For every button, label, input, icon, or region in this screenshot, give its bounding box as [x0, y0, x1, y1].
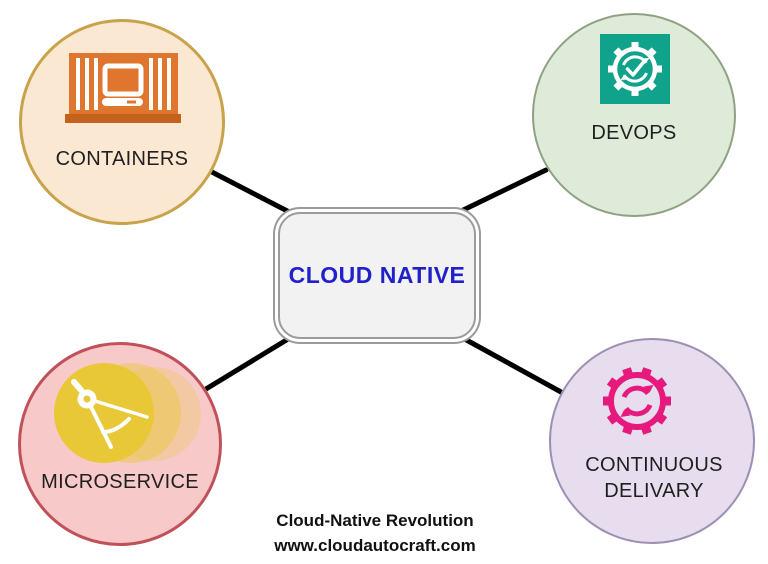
connector-line-microservice	[203, 333, 296, 392]
connector-line-continuous-delivery	[458, 334, 564, 395]
node-label-containers: CONTAINERS	[55, 148, 189, 170]
connector-line-devops	[452, 167, 549, 217]
caption-url: www.cloudautocraft.com	[274, 536, 476, 555]
node-label-microservice: MICROSERVICE	[41, 471, 199, 493]
drafting-compass-icon	[61, 369, 156, 464]
center-node-label: CLOUD NATIVE	[288, 262, 466, 288]
caption-title: Cloud-Native Revolution	[276, 511, 474, 530]
node-microservice: MICROSERVICE	[18, 342, 222, 546]
containers-icon	[63, 48, 183, 126]
node-devops: DEVOPS	[532, 13, 736, 217]
node-continuous-delivery: CONTINUOUS DELIVARY	[549, 338, 755, 544]
node-label-continuous-delivery: CONTINUOUS DELIVARY	[585, 454, 723, 502]
caption: Cloud-Native Revolution www.cloudautocra…	[0, 508, 750, 558]
connector-line-containers	[205, 167, 300, 219]
node-containers: CONTAINERS	[19, 19, 225, 225]
node-label-devops: DEVOPS	[591, 122, 677, 144]
gear-refresh-icon	[593, 357, 681, 445]
devops-gear-check-icon	[600, 34, 670, 104]
center-node-cloud-native: CLOUD NATIVE	[278, 212, 476, 339]
